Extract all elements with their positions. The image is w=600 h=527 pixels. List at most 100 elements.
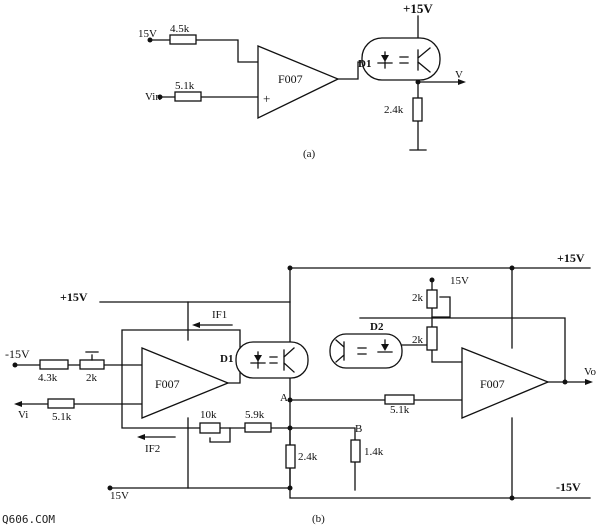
a-supply-node bbox=[147, 37, 153, 43]
b-r14k-label: 1.4k bbox=[364, 446, 384, 458]
b-if2-arrow bbox=[137, 434, 145, 440]
b-resistor-59k bbox=[244, 422, 272, 433]
b-supply-plus-left: +15V bbox=[60, 290, 88, 304]
b-vi-label: Vi bbox=[18, 409, 28, 421]
b-if1-arrow bbox=[192, 322, 200, 328]
a-opamp-label: F007 bbox=[278, 72, 303, 86]
a-input-node bbox=[157, 94, 163, 100]
b-led2-bar bbox=[377, 339, 393, 353]
b-right-pot-wiper bbox=[431, 296, 451, 318]
b-node-5 bbox=[509, 495, 515, 501]
b-node-a bbox=[287, 397, 293, 403]
a-feedback-wire bbox=[149, 39, 259, 63]
b-pot-2k-left bbox=[79, 359, 105, 370]
b-node-pot bbox=[429, 277, 435, 283]
b-feedback-bottom bbox=[121, 364, 201, 429]
b-supply-minus-left: -15V bbox=[5, 347, 30, 361]
b-pot-10k bbox=[199, 422, 221, 434]
b-node-out bbox=[562, 379, 568, 385]
a-resistor-feedback bbox=[169, 34, 197, 45]
b-pot-wiper bbox=[209, 427, 231, 443]
a-phototransistor bbox=[417, 47, 431, 73]
a-output-node bbox=[415, 79, 421, 85]
a-optocoupler bbox=[361, 37, 441, 81]
b-opamp1 bbox=[141, 347, 230, 419]
b-node-bottom bbox=[107, 485, 113, 491]
a-r-load-label: 2.4k bbox=[384, 104, 404, 116]
b-optocoupler2 bbox=[329, 333, 403, 369]
b-resistor-51k-left bbox=[47, 398, 75, 409]
b-r24k-label: 2.4k bbox=[298, 451, 318, 463]
b-led1 bbox=[254, 355, 262, 362]
b-node-3 bbox=[287, 485, 293, 491]
b-resistor-43k bbox=[39, 359, 69, 370]
a-input-label: Vin bbox=[145, 91, 161, 103]
b-resistor-51k-right bbox=[384, 394, 415, 405]
b-supply-plus-right: +15V bbox=[557, 251, 585, 265]
a-led-bar bbox=[377, 51, 393, 69]
b-opamp2-label: F007 bbox=[480, 377, 505, 391]
a-led-diode bbox=[381, 55, 389, 62]
a-r-input-label: 5.1k bbox=[175, 80, 195, 92]
b-pot10k-label: 10k bbox=[200, 409, 217, 421]
b-r59k-label: 5.9k bbox=[245, 409, 265, 421]
b-supply-minus-right: -15V bbox=[556, 480, 581, 494]
a-supply-ground-wire bbox=[409, 15, 427, 151]
b-optocoupler1 bbox=[235, 341, 309, 379]
b-pot2k-left-label: 2k bbox=[86, 372, 98, 384]
a-resistor-input bbox=[174, 91, 202, 102]
a-caption: (a) bbox=[303, 148, 316, 160]
a-supply-top: +15V bbox=[403, 1, 433, 16]
b-resistor-24k bbox=[285, 444, 296, 469]
b-pot-chain bbox=[219, 427, 356, 491]
b-feedback-top bbox=[121, 329, 241, 366]
a-diode-label: D1 bbox=[358, 58, 371, 70]
a-plus-sign: + bbox=[263, 91, 270, 106]
b-d1-label: D1 bbox=[220, 353, 233, 365]
b-opamp2 bbox=[461, 347, 550, 419]
b-pot-2k-left-wiper bbox=[85, 351, 99, 361]
a-output-arrow bbox=[458, 79, 466, 85]
b-node-b-label: B bbox=[355, 423, 362, 435]
b-supply-pot-top: 15V bbox=[450, 275, 469, 287]
b-phototransistor1 bbox=[283, 347, 295, 373]
a-opamp bbox=[257, 45, 340, 120]
b-r51k-right-label: 5.1k bbox=[390, 404, 410, 416]
b-output-feedback bbox=[359, 317, 566, 383]
b-light1-arrows bbox=[269, 356, 278, 364]
b-if2-label: IF2 bbox=[145, 443, 160, 455]
diagram-b: +15V +15V -15V -15V 15V 15V 4.3k 2k 5.1k… bbox=[2, 251, 597, 526]
watermark: Q606.COM bbox=[2, 513, 55, 526]
b-vi-arrow bbox=[14, 401, 22, 407]
b-node-4 bbox=[509, 265, 515, 271]
b-led1-bar bbox=[250, 351, 266, 369]
b-node-1 bbox=[287, 265, 293, 271]
a-supply-left: 15V bbox=[138, 28, 157, 40]
b-led2 bbox=[381, 344, 389, 351]
b-r2k-right-label: 2k bbox=[412, 334, 424, 346]
b-caption: (b) bbox=[312, 513, 325, 525]
a-r-feedback-label: 4.5k bbox=[170, 23, 190, 35]
b-supply-bottom-left: 15V bbox=[110, 490, 129, 502]
a-light-arrows bbox=[399, 56, 409, 64]
b-light2-arrows bbox=[357, 347, 367, 355]
b-node-minus bbox=[12, 362, 18, 368]
b-output-label: Vo bbox=[584, 366, 597, 378]
b-d2-label: D2 bbox=[370, 321, 384, 333]
b-node-a-label: A bbox=[280, 392, 288, 404]
diagram-a: +15V 15V 4.5k 5.1k Vin F007 + D1 V 2.4k … bbox=[138, 1, 466, 160]
b-output-arrow bbox=[585, 379, 593, 385]
b-r43k-label: 4.3k bbox=[38, 372, 58, 384]
b-phototransistor2 bbox=[335, 339, 345, 363]
b-opamp1-label: F007 bbox=[155, 377, 180, 391]
b-pot-2k-right bbox=[426, 289, 438, 309]
a-output-label: V bbox=[455, 69, 463, 81]
b-resistor-14k bbox=[350, 439, 361, 463]
b-node-2 bbox=[287, 425, 293, 431]
a-resistor-load bbox=[412, 97, 423, 122]
b-if1-label: IF1 bbox=[212, 309, 227, 321]
b-resistor-2k-right bbox=[426, 326, 438, 351]
b-r51k-left-label: 5.1k bbox=[52, 411, 72, 423]
b-pot2k-right-label: 2k bbox=[412, 292, 424, 304]
